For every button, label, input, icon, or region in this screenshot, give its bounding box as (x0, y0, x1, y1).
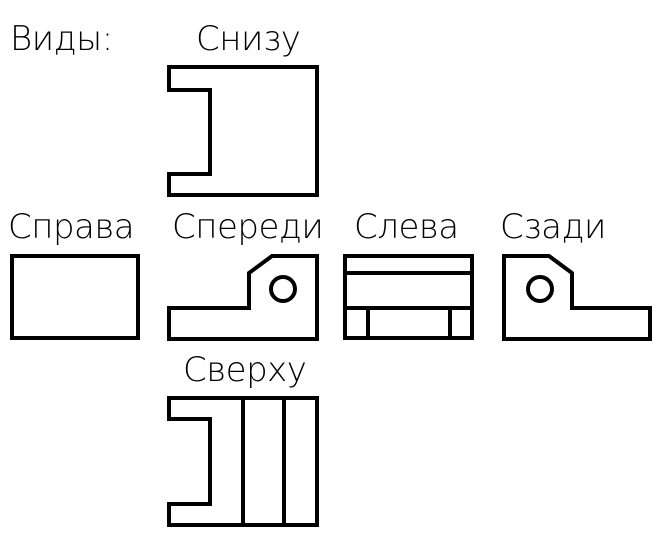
label-right-view: Справа (8, 207, 134, 247)
top-view-drawing (167, 396, 319, 527)
front-view-drawing (167, 254, 319, 341)
front-view-hole (269, 275, 297, 303)
label-left-view: Слева (354, 207, 459, 247)
back-view-drawing (502, 254, 652, 341)
right-view-drawing (10, 254, 140, 340)
bottom-view-drawing (167, 65, 319, 197)
label-bottom-view: Снизу (196, 19, 300, 59)
back-view-hole (526, 275, 554, 303)
label-back-view: Сзади (500, 207, 606, 247)
label-top-view: Сверху (183, 350, 306, 390)
diagram-title: Виды: (10, 19, 113, 59)
left-view-drawing (343, 254, 474, 340)
label-front-view: Спереди (172, 207, 323, 247)
